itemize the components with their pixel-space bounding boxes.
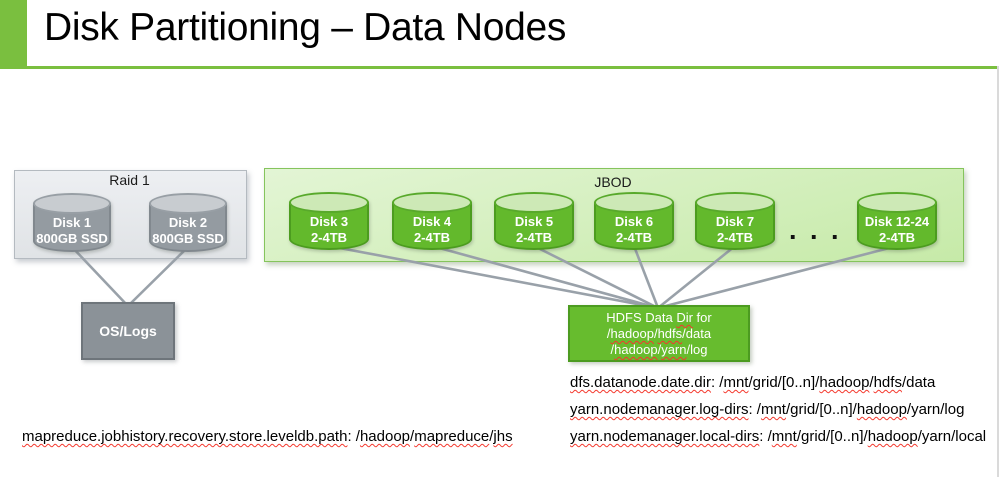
disk-size: 2-4TB	[615, 230, 653, 245]
cylinder-top	[594, 192, 674, 213]
page-title: Disk Partitioning – Data Nodes	[44, 6, 567, 49]
hdfs-box-line: /hadoop/hdfs/data	[606, 326, 712, 341]
disk-name: Disk 4	[412, 214, 452, 229]
cylinder-top	[149, 193, 227, 214]
disk-size: 800GB SSD	[36, 231, 108, 246]
accent-bar	[0, 0, 27, 69]
hdfs-box-line: HDFS Data Dir for	[606, 310, 712, 325]
disk-name: Disk 2	[168, 215, 208, 230]
disk-size: 2-4TB	[413, 230, 451, 245]
disk-ellipsis: . . .	[789, 215, 842, 245]
disk-name: Disk 1	[52, 215, 92, 230]
slide-right-edge	[997, 66, 999, 477]
os-logs-box: OS/Logs	[81, 302, 175, 360]
disk-size: 2-4TB	[310, 230, 348, 245]
raid1-group-label: Raid 1	[109, 172, 150, 188]
disk-name: Disk 5	[514, 214, 554, 229]
disk-name: Disk 3	[309, 214, 349, 229]
disk-size: 800GB SSD	[152, 231, 224, 246]
disk-size: 2-4TB	[716, 230, 754, 245]
disk-name: Disk 7	[715, 214, 755, 229]
disk-name: Disk 6	[614, 214, 654, 229]
disk-size: 2-4TB	[878, 230, 916, 245]
cylinder-top	[494, 192, 574, 213]
cylinder-top	[392, 192, 472, 213]
cylinder-top	[857, 192, 937, 213]
disk-name: Disk 12-24	[864, 214, 930, 229]
cylinder-top	[33, 193, 111, 214]
cylinder-top	[695, 192, 775, 213]
config-line-mapreduce-jhs: mapreduce.jobhistory.recovery.store.leve…	[22, 428, 513, 445]
config-line-dfs-datanode: dfs.datanode.date.dir: /mnt/grid/[0..n]/…	[570, 374, 936, 391]
disk-size: 2-4TB	[515, 230, 553, 245]
hdfs-box-line: /hadoop/yarn/log	[610, 342, 708, 357]
config-line-yarn-log-dirs: yarn.nodemanager.log-dirs: /mnt/grid/[0.…	[570, 401, 965, 418]
jbod-group-label: JBOD	[594, 174, 632, 190]
title-divider	[0, 66, 999, 69]
hdfs-data-dir-box: HDFS Data Dir for /hadoop/hdfs/data /had…	[568, 305, 750, 362]
os-logs-label: OS/Logs	[99, 323, 157, 339]
cylinder-top	[289, 192, 369, 213]
config-line-yarn-local-dirs: yarn.nodemanager.local-dirs: /mnt/grid/[…	[570, 428, 987, 445]
